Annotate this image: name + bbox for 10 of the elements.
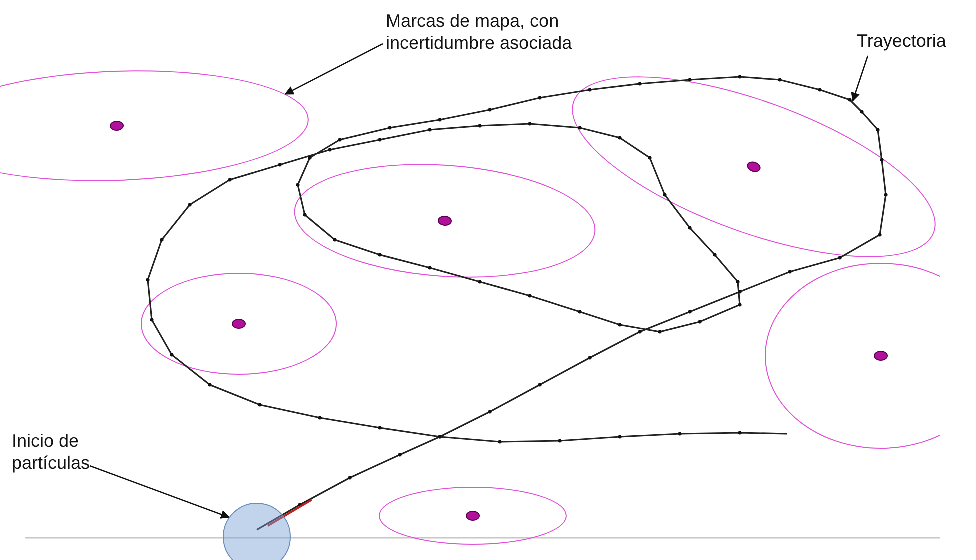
leader-line bbox=[90, 465, 230, 519]
uncertainty-ellipse bbox=[379, 487, 567, 545]
particle-start-circle bbox=[223, 503, 291, 560]
uncertainty-ellipse bbox=[765, 263, 940, 449]
callout-text: Marcas de mapa, con incertidumbre asociada bbox=[386, 10, 656, 54]
leader-line bbox=[284, 43, 384, 95]
callout-text: Trayectoria bbox=[857, 30, 976, 52]
leader-line bbox=[851, 56, 869, 102]
trajectory-line bbox=[146, 75, 888, 531]
callout-text: Inicio de partículas bbox=[12, 430, 102, 474]
